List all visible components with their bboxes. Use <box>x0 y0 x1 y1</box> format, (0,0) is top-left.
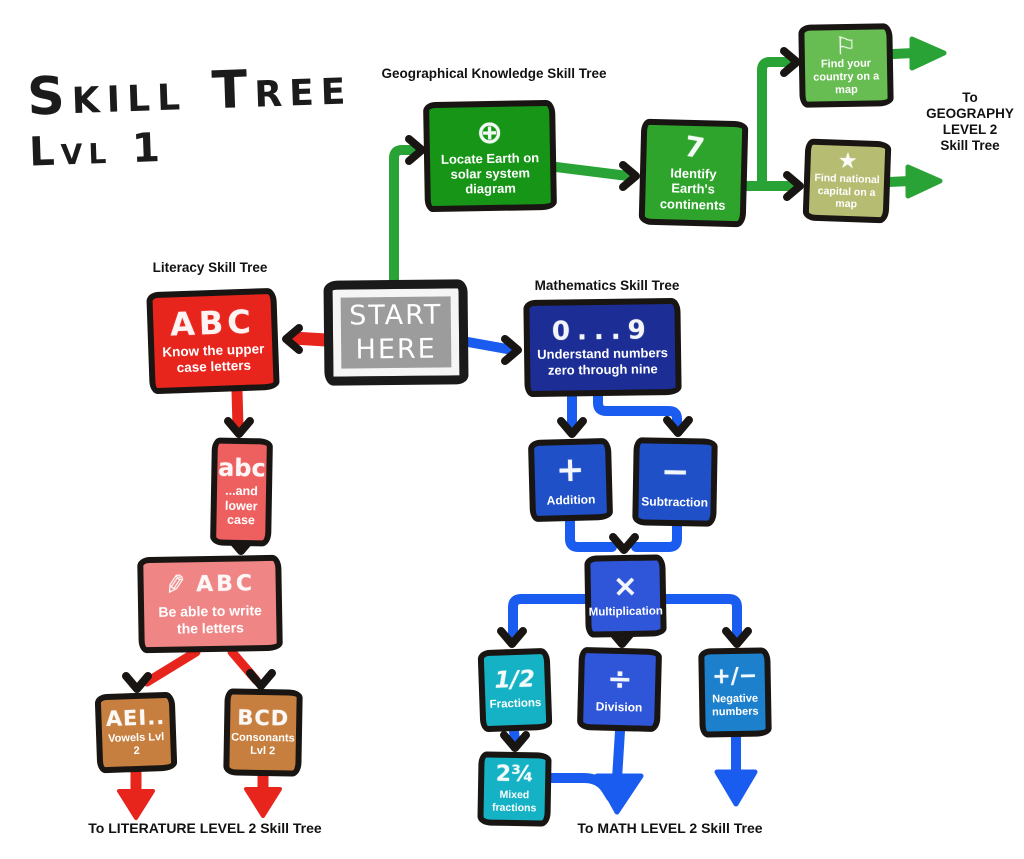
literacy-section-label: Literacy Skill Tree <box>152 260 268 275</box>
geography-exit-line2: GEOGRAPHY <box>926 106 1014 121</box>
consonants-glyph: BCD <box>237 705 290 730</box>
geography-exit-label: To GEOGRAPHY LEVEL 2 Skill Tree <box>918 90 1022 154</box>
math-connectors <box>463 337 742 802</box>
plus-minus-icon: +/− <box>712 663 758 690</box>
node-fractions-title: Fractions <box>489 696 542 711</box>
plus-icon: + <box>555 449 586 491</box>
node-multiplication: × Multiplication <box>584 554 667 638</box>
minus-icon: − <box>660 451 690 493</box>
geography-section-label: Geographical Knowledge Skill Tree <box>381 66 607 81</box>
node-find-country-title: Find your country on a map <box>813 57 880 97</box>
start-here-text: START HERE <box>349 299 443 365</box>
lowercase-letters-glyph: abc <box>217 453 266 483</box>
node-subtraction: − Subtraction <box>632 437 718 527</box>
page-title: Skill Tree Lvl 1 <box>26 56 355 175</box>
math-exit-label: To MATH LEVEL 2 Skill Tree <box>577 820 763 836</box>
literature-exit-arrows <box>117 787 282 820</box>
geography-exit-line3: LEVEL 2 <box>942 122 998 137</box>
node-upper-case: ABC Know the upper case letters <box>146 287 280 395</box>
node-find-capital: ★ Find national capital on a map <box>802 138 892 224</box>
geography-exit-line4: Skill Tree <box>940 138 1000 153</box>
node-locate-earth: ⊕ Locate Earth on solar system diagram <box>423 99 557 213</box>
write-glyph-row: ✎ ABC <box>161 568 256 603</box>
node-division-title: Division <box>595 699 643 715</box>
node-numbers-title: Understand numbers zero through nine <box>537 345 669 378</box>
node-negative-numbers: +/− Negative numbers <box>698 647 772 738</box>
node-division: ÷ Division <box>576 646 663 733</box>
divide-icon: ÷ <box>606 661 633 698</box>
numbers-glyph: 0...9 <box>551 315 653 347</box>
node-locate-earth-title: Locate Earth on solar system diagram <box>440 149 540 197</box>
pencil-icon: ✎ <box>161 568 189 603</box>
node-write-letters: ✎ ABC Be able to write the letters <box>137 554 283 654</box>
arrowheads <box>122 47 804 752</box>
uppercase-letters-glyph: ABC <box>169 302 256 344</box>
node-numbers: 0...9 Understand numbers zero through ni… <box>523 297 682 398</box>
node-consonants: BCD Consonants Lvl 2 <box>223 688 303 777</box>
literature-exit-label: To LITERATURE LEVEL 2 Skill Tree <box>88 820 322 836</box>
flag-icon: ⚐ <box>834 31 857 61</box>
node-write-letters-title: Be able to write the letters <box>158 602 262 637</box>
node-find-country: ⚐ Find your country on a map <box>798 23 894 108</box>
geography-exit-arrows <box>905 36 947 199</box>
globe-icon: ⊕ <box>475 112 504 151</box>
page-title-line1: Skill Tree <box>26 56 354 128</box>
node-fractions: 1/2 Fractions <box>477 647 553 733</box>
node-lower-case: abc ...and lower case <box>210 437 273 547</box>
vowels-glyph: AEI.. <box>105 704 166 731</box>
continents-arrow-icon: 7 <box>681 129 707 166</box>
geography-connectors <box>389 48 919 291</box>
node-find-capital-title: Find national capital on a map <box>814 172 880 211</box>
node-identify-continents: 7 Identify Earth's continents <box>638 118 749 228</box>
node-negative-numbers-title: Negative numbers <box>712 692 759 719</box>
node-mixed-fractions: 2¾ Mixed fractions <box>477 751 552 827</box>
node-mixed-fractions-title: Mixed fractions <box>491 788 537 814</box>
math-section-label: Mathematics Skill Tree <box>534 278 680 293</box>
node-multiplication-title: Multiplication <box>588 605 663 619</box>
star-icon: ★ <box>837 149 858 175</box>
geography-exit-line1: To <box>962 90 978 105</box>
node-upper-case-title: Know the upper case letters <box>162 341 265 376</box>
node-identify-continents-title: Identify Earth's continents <box>659 165 726 213</box>
node-consonants-title: Consonants Lvl 2 <box>231 730 295 757</box>
node-addition-title: Addition <box>546 492 596 508</box>
math-exit-arrows <box>594 769 758 815</box>
multiply-icon: × <box>612 569 639 605</box>
mixed-fraction-icon: 2¾ <box>495 761 535 788</box>
node-vowels-title: Vowels Lvl 2 <box>107 730 165 757</box>
write-abc-glyph: ABC <box>195 571 256 598</box>
node-addition: + Addition <box>527 437 614 523</box>
fraction-icon: 1/2 <box>493 666 536 694</box>
node-subtraction-title: Subtraction <box>641 494 709 510</box>
node-start-here: START HERE <box>323 279 469 386</box>
node-lower-case-title: ...and lower case <box>224 483 258 528</box>
node-vowels: AEI.. Vowels Lvl 2 <box>94 691 178 774</box>
